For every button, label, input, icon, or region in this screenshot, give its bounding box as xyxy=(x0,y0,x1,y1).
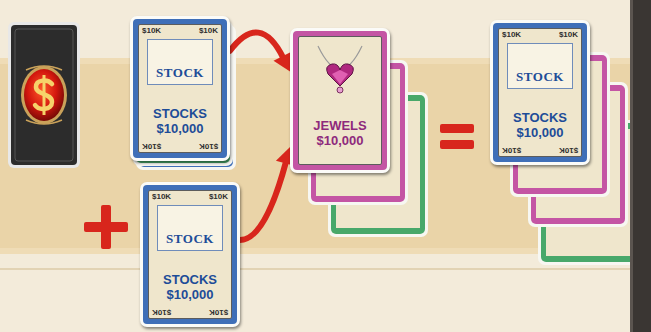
jewel-pendant xyxy=(318,46,362,93)
corner-value: $10K xyxy=(559,31,578,39)
dollar-card xyxy=(8,22,80,168)
card-name: STOCKS $10,000 xyxy=(141,107,219,137)
corner-value: $10K xyxy=(152,193,171,201)
equals-sign xyxy=(440,124,474,149)
card-name: JEWELS $10,000 xyxy=(301,119,379,149)
card-heading: STOCK xyxy=(493,69,587,85)
red-arrow xyxy=(240,147,295,240)
arrow-line xyxy=(230,32,283,58)
arrow-line xyxy=(240,161,286,240)
corner-value: $10K xyxy=(142,27,161,35)
red-arrow xyxy=(230,32,291,71)
stock-card: $10K $10K STOCK STOCKS $10,000 $10K $10K xyxy=(130,16,230,161)
card-name: STOCKS $10,000 xyxy=(501,111,579,141)
arrow-head xyxy=(274,52,292,72)
jewel-card: JEWELS $10,000 xyxy=(290,28,390,173)
corner-value: $10K xyxy=(199,27,218,35)
corner-value: $10K xyxy=(152,308,171,316)
corner-value: $10K xyxy=(209,308,228,316)
stock-card: $10K $10K STOCK STOCKS $10,000 $10K $10K xyxy=(140,182,240,327)
plus-sign xyxy=(84,205,128,249)
corner-value: $10K xyxy=(559,146,578,154)
corner-value: $10K xyxy=(209,193,228,201)
stock-card: $10K $10K STOCK STOCKS $10,000 $10K $10K xyxy=(490,20,590,165)
corner-value: $10K xyxy=(199,142,218,150)
card-name: STOCKS $10,000 xyxy=(151,273,229,303)
corner-value: $10K xyxy=(502,146,521,154)
card-heading: STOCK xyxy=(133,65,227,81)
corner-value: $10K xyxy=(142,142,161,150)
corner-value: $10K xyxy=(502,31,521,39)
card-heading: STOCK xyxy=(143,231,237,247)
